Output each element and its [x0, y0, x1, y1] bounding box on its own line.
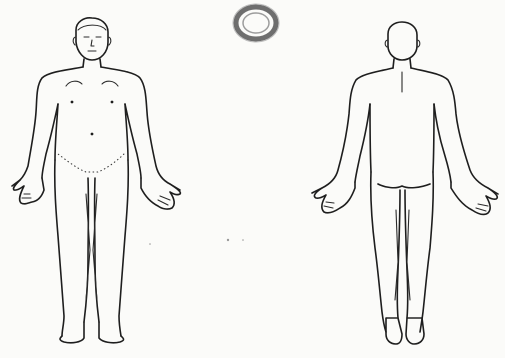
back-left-leg-outer	[371, 172, 386, 332]
front-left-arm-outline	[12, 67, 83, 186]
back-view-figure	[312, 22, 498, 344]
back-left-arm-inner	[355, 104, 370, 182]
front-right-leg-outer	[119, 160, 128, 336]
back-inner-legs	[397, 190, 408, 318]
back-neck-right	[410, 59, 411, 68]
ring-marker	[233, 4, 279, 42]
front-chest-line-left	[66, 81, 82, 86]
front-left-hand	[13, 178, 44, 204]
back-right-leg-outer	[420, 172, 433, 332]
front-chest-line-right	[102, 81, 118, 86]
back-torso-left	[370, 104, 371, 172]
back-left-fingers	[324, 202, 334, 208]
front-right-hand	[141, 178, 180, 209]
back-torso-right	[433, 104, 434, 172]
back-left-hand	[314, 182, 355, 213]
front-navel	[91, 133, 94, 136]
back-left-foot	[386, 318, 402, 344]
front-left-leg-outer	[55, 160, 64, 336]
front-view-figure	[12, 18, 180, 343]
front-nipple-right	[111, 101, 114, 104]
front-nipple-left	[71, 101, 74, 104]
front-neck-left	[83, 59, 84, 67]
back-buttock-line	[378, 184, 430, 188]
back-neck-left	[393, 59, 394, 68]
scan-specks	[149, 239, 244, 245]
back-head	[388, 22, 417, 60]
back-right-arm-outline	[411, 68, 498, 194]
back-right-hand	[451, 182, 497, 214]
front-head	[73, 18, 111, 60]
back-right-arm-inner	[434, 104, 451, 182]
front-groin-dotted-line	[58, 152, 126, 172]
back-left-arm-outline	[312, 68, 393, 193]
back-right-fingers	[476, 204, 488, 211]
front-neck-right	[100, 59, 101, 67]
